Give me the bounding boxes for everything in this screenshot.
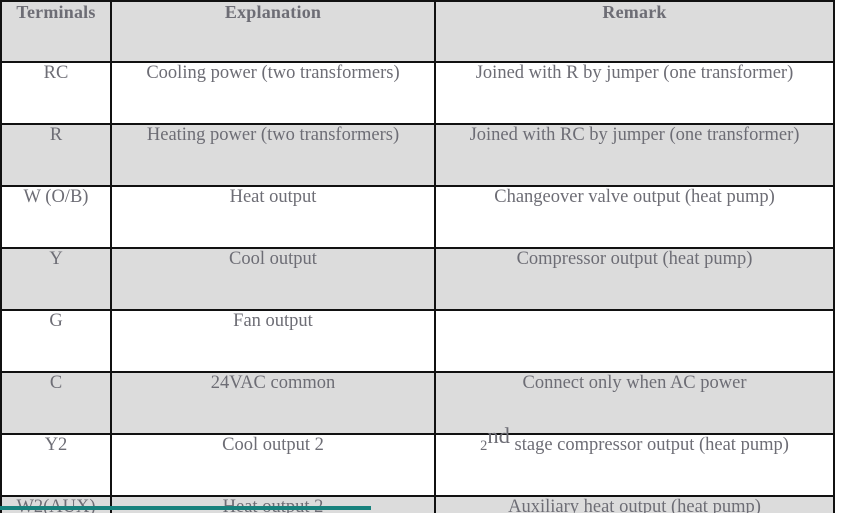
table-body: RC Cooling power (two transformers) Join… bbox=[1, 62, 834, 513]
cell-terminal: Y bbox=[1, 248, 112, 311]
cell-remark: Joined with R by jumper (one transformer… bbox=[434, 62, 834, 125]
column-header-remark: Remark bbox=[434, 1, 834, 63]
ordinal-tail: stage compressor output (heat pump) bbox=[509, 435, 789, 455]
table-row: W (O/B) Heat output Changeover valve out… bbox=[1, 186, 834, 249]
cell-terminal: W2(AUX) bbox=[1, 496, 112, 513]
table-row: C 24VAC common Connect only when AC powe… bbox=[1, 372, 834, 435]
cell-explanation: Heat output 2 bbox=[110, 496, 436, 513]
column-header-terminals: Terminals bbox=[1, 1, 112, 63]
cell-terminal: Y2 bbox=[1, 434, 112, 497]
cell-remark: Joined with RC by jumper (one transforme… bbox=[434, 124, 834, 187]
ordinal-base: 2 bbox=[480, 437, 488, 454]
cell-remark: Auxiliary heat output (heat pump) bbox=[434, 496, 834, 513]
accent-underline-rule bbox=[0, 506, 371, 510]
cell-explanation: Heating power (two transformers) bbox=[110, 124, 436, 187]
cell-explanation: Cooling power (two transformers) bbox=[110, 62, 436, 125]
ordinal-superscript: nd bbox=[487, 423, 510, 449]
cell-explanation: 24VAC common bbox=[110, 372, 436, 435]
table-row: Y Cool output Compressor output (heat pu… bbox=[1, 248, 834, 311]
cell-remark: Compressor output (heat pump) bbox=[434, 248, 834, 311]
cell-explanation: Cool output bbox=[110, 248, 436, 311]
cell-explanation: Heat output bbox=[110, 186, 436, 249]
cell-terminal: R bbox=[1, 124, 112, 187]
cell-terminal: RC bbox=[1, 62, 112, 125]
cell-explanation: Fan output bbox=[110, 310, 436, 373]
cell-remark: Changeover valve output (heat pump) bbox=[434, 186, 834, 249]
table-row: R Heating power (two transformers) Joine… bbox=[1, 124, 834, 187]
cell-terminal: C bbox=[1, 372, 112, 435]
table-row: W2(AUX) Heat output 2 Auxiliary heat out… bbox=[1, 496, 834, 513]
cell-remark bbox=[434, 310, 834, 373]
cell-remark: Connect only when AC power bbox=[434, 372, 834, 435]
column-header-explanation: Explanation bbox=[110, 1, 436, 63]
table-header: Terminals Explanation Remark bbox=[1, 1, 834, 63]
cell-terminal: W (O/B) bbox=[1, 186, 112, 249]
table-row: Y2 Cool output 2 2nd stage compressor ou… bbox=[1, 424, 834, 497]
table-row: RC Cooling power (two transformers) Join… bbox=[1, 62, 834, 125]
cell-explanation: Cool output 2 bbox=[110, 434, 436, 497]
table-header-row: Terminals Explanation Remark bbox=[1, 1, 834, 63]
table-row: G Fan output bbox=[1, 310, 834, 373]
cell-terminal: G bbox=[1, 310, 112, 373]
cell-remark-ordinal: 2nd stage compressor output (heat pump) bbox=[434, 424, 834, 497]
